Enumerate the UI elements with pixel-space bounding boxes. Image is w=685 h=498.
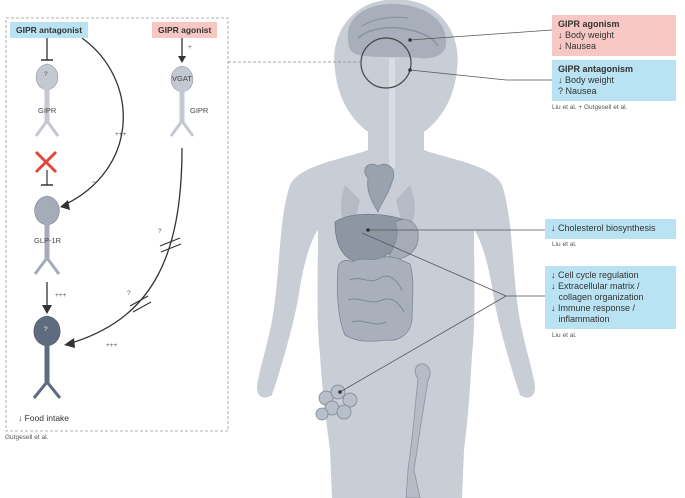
liver-effect-line-1: ↓ Cholesterol biosynthesis bbox=[551, 223, 656, 233]
question-break1: ? bbox=[158, 228, 162, 235]
left-panel-citation: Gutgesell et al. bbox=[5, 434, 49, 441]
gipr-agonism-box: GIPR agonism ↓ Body weight ↓ Nausea bbox=[552, 15, 676, 56]
neuron-glp1r bbox=[33, 195, 61, 275]
fat-citation: Liu et al. bbox=[552, 332, 577, 339]
stomach bbox=[387, 219, 419, 260]
gipr-agonist-tag: GIPR agonist bbox=[152, 22, 218, 38]
neuron-vgat bbox=[169, 65, 195, 137]
question-curve: ? bbox=[92, 181, 96, 188]
gipr-antagonism-line-1: ↓ Body weight bbox=[558, 75, 615, 85]
gipr-agonism-line-1: ↓ Body weight bbox=[558, 30, 615, 40]
brain bbox=[347, 3, 447, 59]
plus3-down: +++ bbox=[55, 292, 67, 299]
gipr-antagonism-line-2: ? Nausea bbox=[558, 86, 597, 96]
liver-citation: Liu et al. bbox=[552, 241, 577, 248]
fat-effect-line-5: inflammation bbox=[551, 314, 610, 324]
gipr-antagonist-tag: GIPR antagonist bbox=[10, 22, 89, 38]
gipr-agonism-line-2: ↓ Nausea bbox=[558, 41, 597, 51]
brain-citation: Liu et al. + Gutgesell et al. bbox=[552, 104, 628, 111]
vgat-gipr-label: GIPR bbox=[190, 106, 209, 115]
fat-effect-line-2: ↓ Extracellular matrix / bbox=[551, 281, 640, 291]
left-panel-frame bbox=[5, 17, 229, 432]
brain-magnifier bbox=[360, 37, 412, 89]
agonist-plus: + bbox=[188, 44, 192, 51]
neuron-gipr-1 bbox=[34, 63, 60, 137]
fat-tissue bbox=[315, 384, 358, 421]
heart bbox=[364, 163, 395, 214]
neuron1-label: GIPR bbox=[38, 106, 57, 115]
neuron3-question: ? bbox=[44, 326, 48, 333]
gipr-antagonism-title: GIPR antagonism bbox=[558, 64, 634, 74]
neuron1-question: ? bbox=[44, 71, 48, 78]
fat-effect-line-3: collagen organization bbox=[551, 292, 644, 302]
cross-mark bbox=[34, 150, 58, 174]
plus3-vgat: +++ bbox=[106, 342, 118, 349]
fat-effect-line-1: ↓ Cell cycle regulation bbox=[551, 270, 639, 280]
femur-bone bbox=[405, 363, 431, 498]
gipr-antagonism-box: GIPR antagonism ↓ Body weight ? Nausea bbox=[552, 60, 676, 101]
neuron-output bbox=[32, 315, 62, 399]
gipr-agonism-title: GIPR agonism bbox=[558, 19, 620, 29]
neuron2-label: GLP-1R bbox=[34, 236, 62, 245]
fat-effect-line-4: ↓ Immune response / bbox=[551, 303, 636, 313]
plus3-curve: +++ bbox=[115, 131, 127, 138]
food-intake-label: ↓ Food intake bbox=[18, 413, 70, 423]
intestines bbox=[336, 256, 414, 342]
fat-effect-box: ↓ Cell cycle regulation ↓ Extracellular … bbox=[545, 266, 676, 329]
liver-effect-box: ↓ Cholesterol biosynthesis bbox=[545, 219, 676, 239]
question-break2: ? bbox=[127, 290, 131, 297]
vgat-label: VGAT bbox=[172, 74, 192, 83]
